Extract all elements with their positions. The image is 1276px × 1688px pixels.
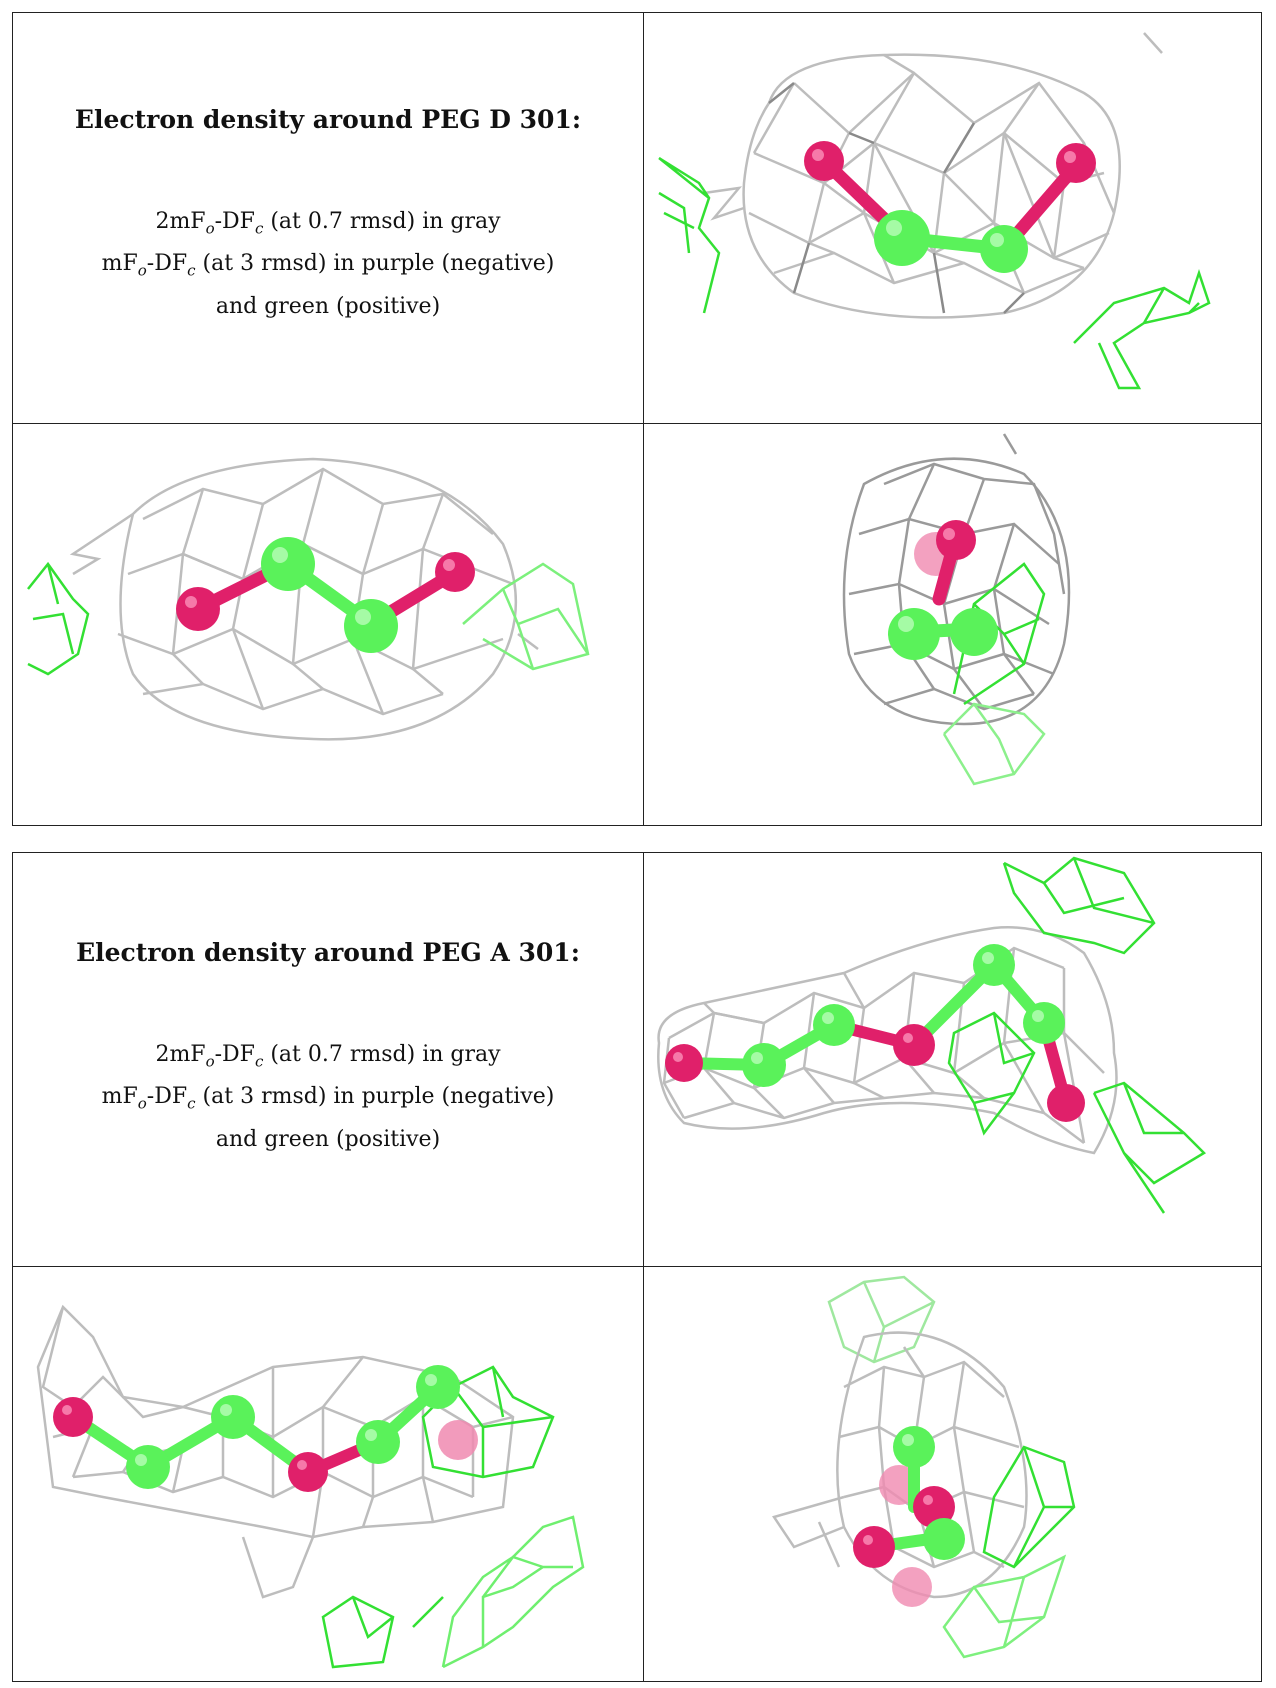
caption-cell: Electron density around PEG A 301: 2mFo-… bbox=[13, 938, 643, 1158]
legend-line-2: mFo-DFc (at 3 rmsd) in purple (negative) bbox=[101, 1084, 555, 1113]
legend-line-1: 2mFo-DFc (at 0.7 rmsd) in gray bbox=[155, 209, 501, 238]
green-positive-mesh bbox=[321, 1365, 555, 1669]
row-divider bbox=[13, 1266, 1261, 1267]
density-view-bottom-right bbox=[644, 1267, 1262, 1682]
green-positive-mesh bbox=[827, 1275, 936, 1364]
density-view-top-right bbox=[644, 13, 1262, 423]
row-divider bbox=[13, 423, 1261, 424]
density-view-top-right bbox=[644, 853, 1262, 1266]
peg-d-301-panel: Electron density around PEG D 301: 2mFo-… bbox=[12, 12, 1262, 826]
gray-density-mesh bbox=[69, 457, 539, 741]
panel-title: Electron density around PEG D 301: bbox=[74, 105, 582, 134]
green-positive-mesh bbox=[947, 856, 1207, 1214]
legend-line-1: 2mFo-DFc (at 0.7 rmsd) in gray bbox=[155, 1042, 501, 1071]
density-view-bottom-left bbox=[13, 424, 643, 826]
column-divider bbox=[643, 13, 644, 825]
peg-a-molecule bbox=[53, 1365, 478, 1492]
gray-density-mesh bbox=[772, 1331, 1028, 1599]
density-view-bottom-left bbox=[13, 1267, 643, 1682]
gray-density-mesh bbox=[703, 32, 1163, 319]
peg-a-molecule bbox=[665, 944, 1085, 1122]
green-positive-mesh bbox=[658, 156, 1211, 390]
peg-a-301-panel: Electron density around PEG A 301: 2mFo-… bbox=[12, 852, 1262, 1682]
peg-d-molecule bbox=[888, 520, 998, 660]
panel-title: Electron density around PEG A 301: bbox=[76, 938, 580, 967]
peg-a-molecule bbox=[853, 1426, 965, 1607]
green-positive-mesh bbox=[27, 561, 90, 676]
caption-cell: Electron density around PEG D 301: 2mFo-… bbox=[13, 105, 643, 325]
legend-line-2: mFo-DFc (at 3 rmsd) in purple (negative) bbox=[101, 251, 555, 280]
legend-line-3: and green (positive) bbox=[215, 1126, 441, 1152]
peg-d-molecule bbox=[804, 141, 1096, 273]
peg-d-molecule bbox=[176, 537, 475, 653]
column-divider bbox=[643, 853, 644, 1681]
density-view-bottom-right bbox=[644, 424, 1262, 826]
legend-line-3: and green (positive) bbox=[215, 293, 441, 319]
